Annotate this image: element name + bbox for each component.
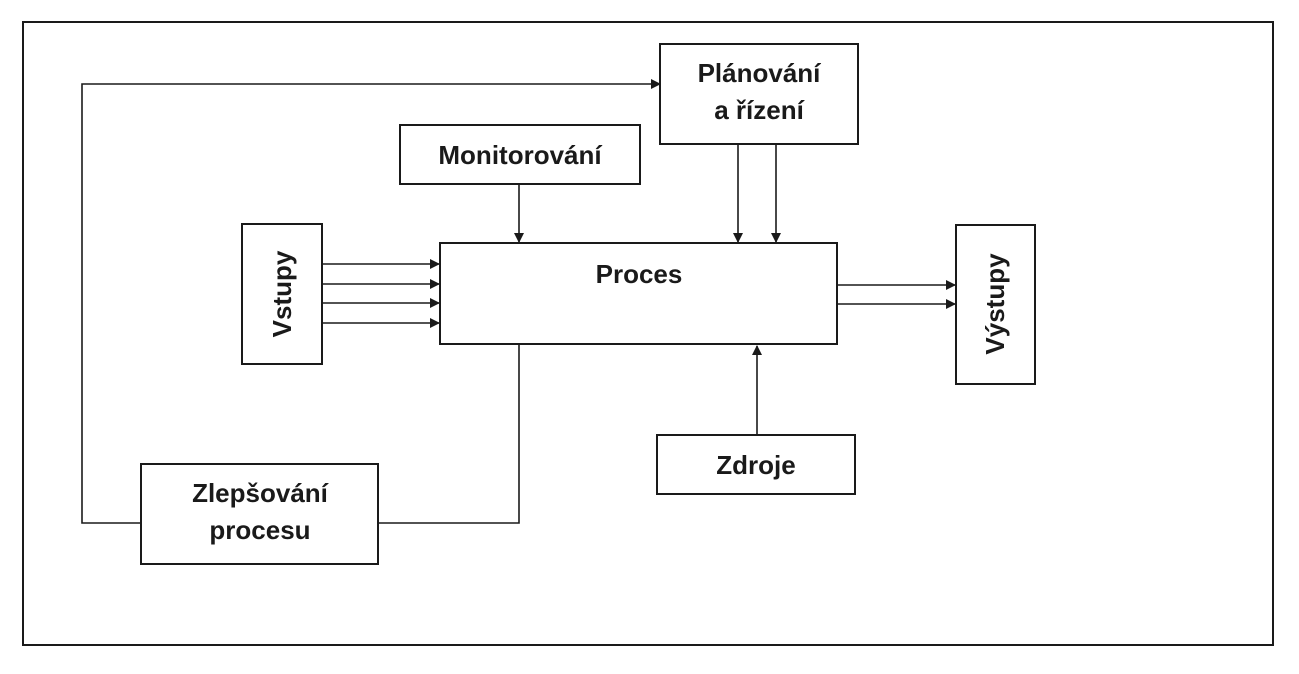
node-resources-label: Zdroje	[716, 450, 795, 480]
node-improvement-label-line2: procesu	[209, 515, 310, 545]
edge-improvement-to-planning	[81, 79, 661, 524]
node-planning: Plánování a řízení	[659, 43, 859, 145]
node-process: Proces	[439, 242, 838, 345]
edge-process-to-improvement	[379, 345, 520, 524]
node-inputs: Vstupy	[241, 223, 323, 365]
node-inputs-label: Vstupy	[267, 250, 297, 337]
diagram-frame	[22, 21, 1274, 646]
node-process-label: Proces	[596, 259, 683, 289]
node-outputs-label: Výstupy	[980, 253, 1010, 355]
connectors	[81, 79, 956, 524]
node-outputs: Výstupy	[955, 224, 1036, 385]
node-monitoring-label: Monitorování	[438, 140, 602, 170]
node-planning-label-line2: a řízení	[714, 95, 804, 125]
node-improvement-label-line1: Zlepšování	[192, 478, 329, 508]
node-monitoring: Monitorování	[399, 124, 641, 185]
node-resources: Zdroje	[656, 434, 856, 495]
node-improvement: Zlepšování procesu	[140, 463, 379, 565]
node-planning-label-line1: Plánování	[698, 58, 822, 88]
